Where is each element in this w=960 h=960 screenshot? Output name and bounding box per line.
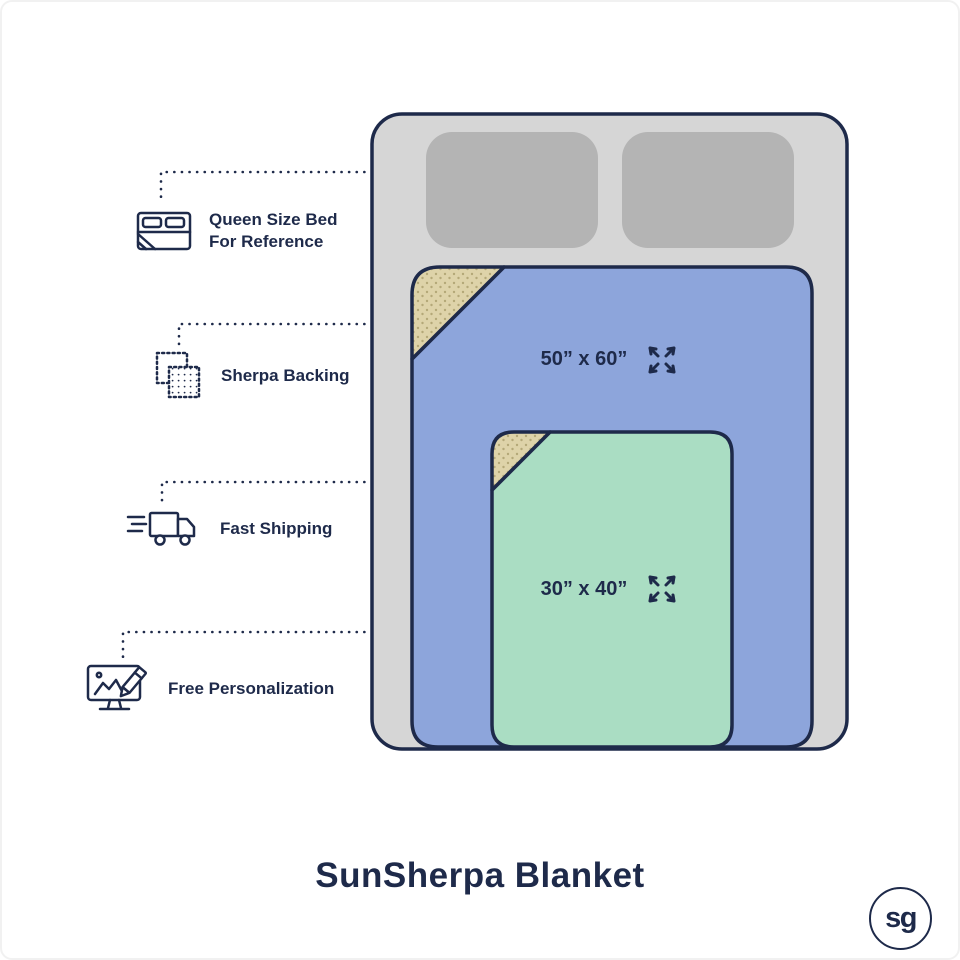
page-title: SunSherpa Blanket (315, 856, 645, 895)
pencil-icon (119, 666, 148, 698)
feature-label: Fast Shipping (220, 518, 332, 540)
pillow-left (426, 132, 598, 248)
expand-arrows-icon (648, 346, 676, 374)
blanket-large-fold-texture (410, 265, 506, 361)
pillow-right (622, 132, 794, 248)
blanket-large-size-label: 50” x 60” (541, 348, 628, 370)
connector-fast-shipping (160, 480, 374, 503)
sg-circle-logo: sg (869, 887, 932, 950)
shipping-truck-icon (126, 511, 196, 546)
sherpa-fabric-icon (155, 351, 201, 399)
feature-queen-size-bed: Queen Size Bed For Reference (135, 203, 337, 259)
feature-label-line: For Reference (209, 232, 324, 251)
blanket-small-fold-texture (490, 430, 552, 492)
logo-text: sg (885, 902, 917, 934)
personalization-icon (86, 664, 148, 711)
connector-free-personalization (121, 630, 374, 659)
feature-label: Free Personalization (168, 678, 334, 700)
blanket-small-size-label: 30” x 40” (541, 578, 628, 600)
feature-label-line: Sherpa Backing (221, 365, 350, 385)
expand-arrows-icon (648, 575, 676, 603)
connector-queen-bed (159, 170, 374, 201)
blanket-small (490, 430, 734, 749)
feature-label: Queen Size Bed For Reference (209, 209, 337, 254)
feature-label-line: Queen Size Bed (209, 209, 338, 229)
feature-sherpa-backing: Sherpa Backing (153, 349, 350, 403)
feature-free-personalization: Free Personalization (86, 658, 334, 720)
feature-label: Sherpa Backing (221, 365, 350, 387)
feature-label-line: Free Personalization (168, 678, 335, 698)
feature-label-line: Fast Shipping (220, 518, 333, 538)
connector-sherpa-backing (177, 322, 374, 347)
bed-icon (136, 211, 192, 251)
feature-fast-shipping: Fast Shipping (126, 504, 332, 554)
